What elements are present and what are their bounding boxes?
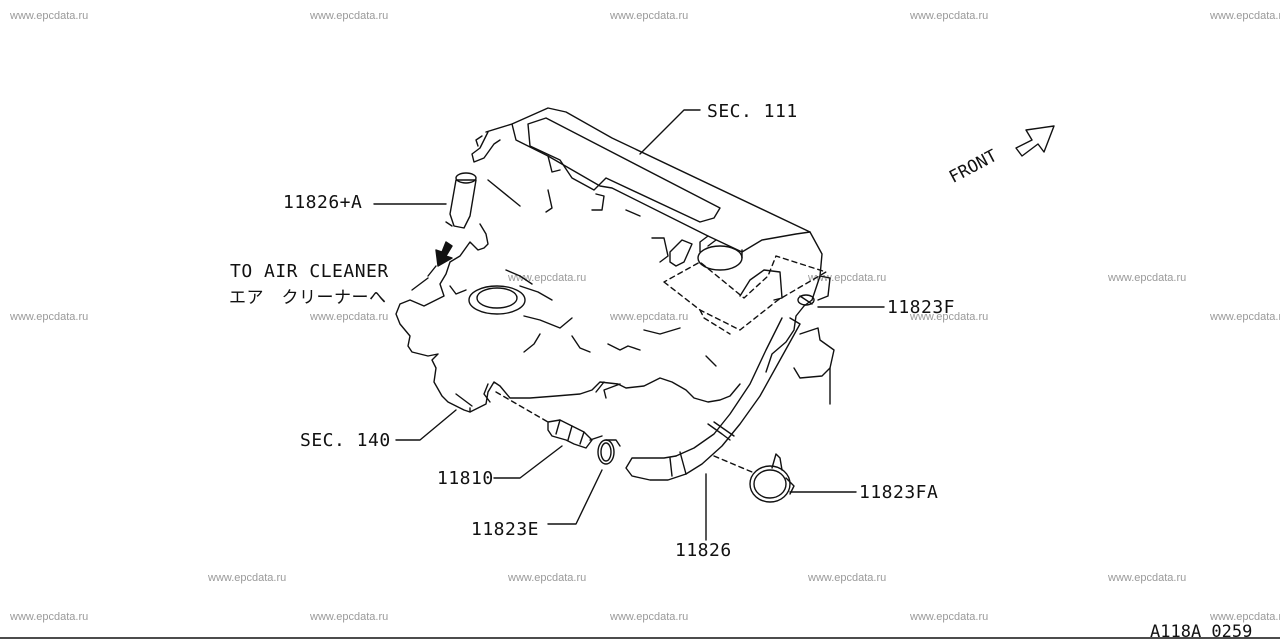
rocker-cover xyxy=(471,107,823,301)
watermark: www.epcdata.ru xyxy=(910,10,989,22)
label-diagram-ref: A118A 0259 xyxy=(1150,622,1253,642)
watermark: www.epcdata.ru xyxy=(310,611,389,623)
watermark: www.epcdata.ru xyxy=(310,311,389,323)
watermark: www.epcdata.ru xyxy=(808,572,887,584)
label-sec-111: SEC. 111 xyxy=(707,101,798,122)
hose-11826 xyxy=(625,317,801,481)
oil-filler-cap xyxy=(669,235,743,271)
label-part-11823f: 11823F xyxy=(887,297,956,318)
watermark: www.epcdata.ru xyxy=(310,10,389,22)
hose-11826a xyxy=(445,172,477,229)
cylinder-block xyxy=(395,223,835,413)
label-air-cleaner-jp: エア クリーナーへ xyxy=(229,288,387,308)
watermark: www.epcdata.ru xyxy=(1210,311,1280,323)
label-part-11826: 11826 xyxy=(675,540,732,561)
leader-lines xyxy=(373,109,885,541)
dashed-outline xyxy=(663,255,827,335)
label-part-11826a: 11826+A xyxy=(283,192,363,213)
watermark: www.epcdata.ru xyxy=(508,572,587,584)
watermark: www.epcdata.ru xyxy=(910,311,989,323)
clamp-11823f xyxy=(797,294,815,306)
label-air-cleaner-en: TO AIR CLEANER xyxy=(230,261,389,282)
watermark: www.epcdata.ru xyxy=(910,611,989,623)
label-part-11810: 11810 xyxy=(437,468,494,489)
watermark: www.epcdata.ru xyxy=(610,10,689,22)
air-cleaner-arrow xyxy=(427,241,453,277)
watermark: www.epcdata.ru xyxy=(10,611,89,623)
watermark: www.epcdata.ru xyxy=(610,611,689,623)
intake-details xyxy=(449,269,717,367)
pcv-valve-11810 xyxy=(495,391,603,449)
front-arrow-icon xyxy=(1015,125,1055,157)
watermark: www.epcdata.ru xyxy=(10,311,89,323)
clamp-11823fa xyxy=(713,453,795,503)
watermark: www.epcdata.ru xyxy=(1210,10,1280,22)
clamp-11823e xyxy=(597,439,621,465)
watermark: www.epcdata.ru xyxy=(1108,272,1187,284)
label-sec-140: SEC. 140 xyxy=(300,430,391,451)
watermark: www.epcdata.ru xyxy=(1108,572,1187,584)
watermark: www.epcdata.ru xyxy=(610,311,689,323)
watermark: www.epcdata.ru xyxy=(1210,611,1280,623)
watermark: www.epcdata.ru xyxy=(208,572,287,584)
label-part-11823fa: 11823FA xyxy=(859,482,939,503)
label-part-11823e: 11823E xyxy=(471,519,540,540)
watermark: www.epcdata.ru xyxy=(808,272,887,284)
watermark: www.epcdata.ru xyxy=(10,10,89,22)
